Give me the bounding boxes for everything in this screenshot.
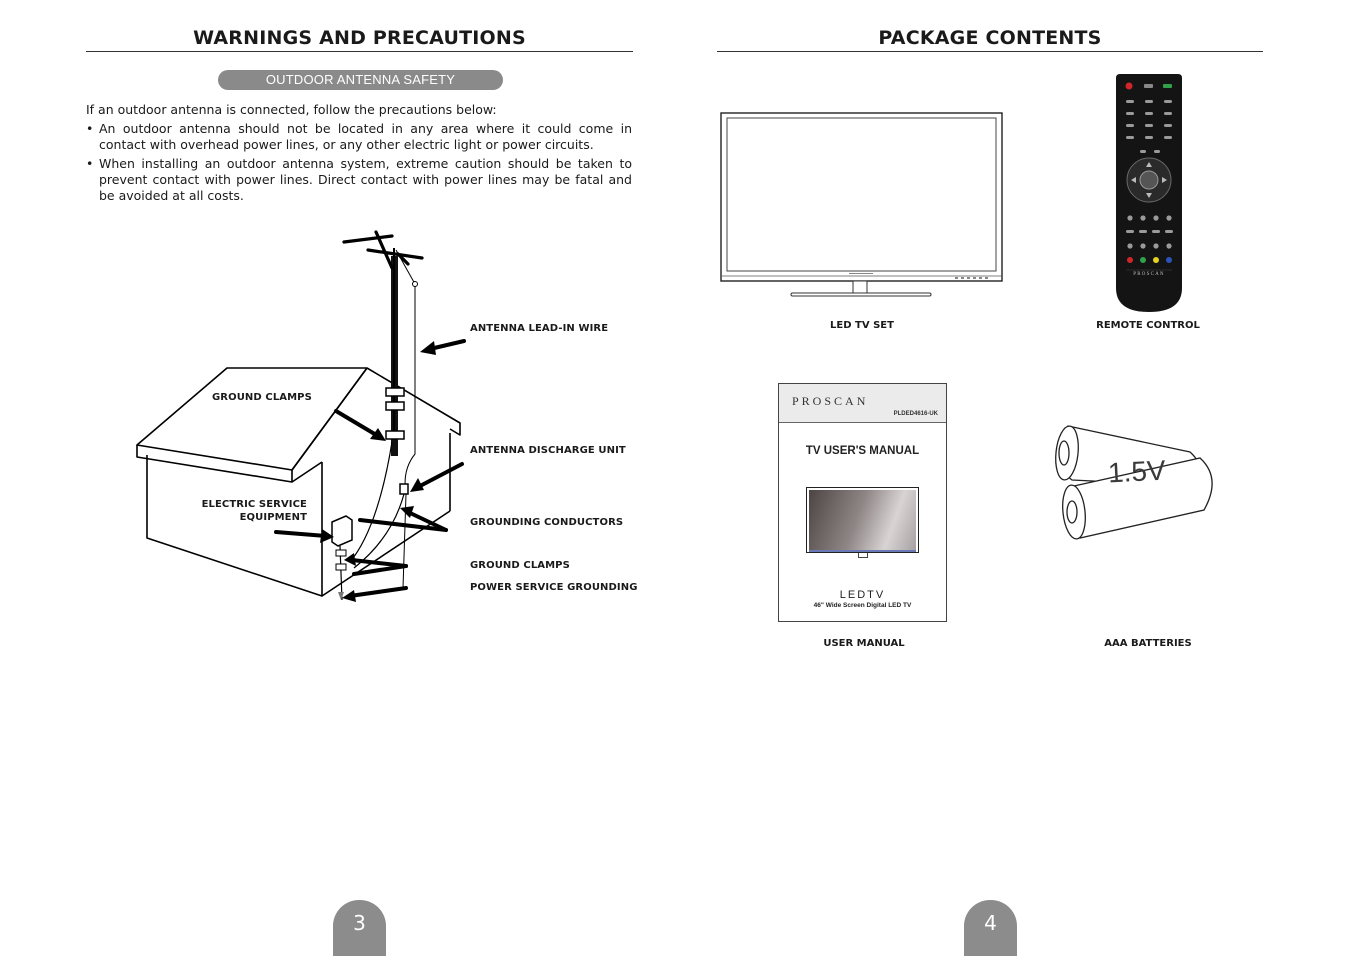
page-number-right: 4: [964, 900, 1017, 956]
manual-header-band: PROSCAN PLDED4616-UK: [779, 384, 946, 423]
manual-title: TV USER'S MANUAL: [805, 445, 920, 457]
left-title-rule: [86, 51, 633, 52]
label-antenna-discharge-unit: ANTENNA DISCHARGE UNIT: [470, 445, 626, 456]
battery-voltage-label: 1.5V: [1107, 454, 1167, 489]
caption-aaa-batteries: AAA BATTERIES: [1104, 638, 1192, 649]
user-manual-cover: PROSCAN PLDED4616-UK TV USER'S MANUAL LE…: [778, 383, 947, 622]
precaution-list: An outdoor antenna should not be located…: [86, 121, 632, 204]
precaution-item: When installing an outdoor antenna syste…: [86, 156, 632, 204]
label-antenna-lead-in-wire: ANTENNA LEAD-IN WIRE: [470, 323, 609, 334]
manual-brand-logo: PROSCAN: [792, 394, 869, 408]
safety-text: If an outdoor antenna is connected, foll…: [86, 102, 632, 207]
page-number-left: 3: [333, 900, 386, 956]
label-electric-service-equipment: ELECTRIC SERVICE EQUIPMENT: [196, 498, 307, 524]
label-ground-clamps-top: GROUND CLAMPS: [212, 392, 312, 403]
manual-subtitle: 46" Wide Screen Digital LED TV: [813, 602, 912, 609]
intro-text: If an outdoor antenna is connected, foll…: [86, 102, 497, 117]
label-electric-service-line1: ELECTRIC SERVICE: [201, 499, 307, 510]
right-title-rule: [717, 51, 1263, 52]
remote-control-illustration: [1116, 74, 1182, 312]
caption-remote-control: REMOTE CONTROL: [1096, 320, 1200, 331]
label-ground-clamps-bottom: GROUND CLAMPS: [470, 560, 570, 571]
manual-model-number: PLDED4616-UK: [893, 411, 938, 417]
remote-brand-logo: PROSCAN: [1133, 272, 1165, 277]
aaa-batteries-illustration: [1055, 425, 1213, 540]
label-electric-service-line2: EQUIPMENT: [239, 512, 307, 523]
precaution-item: An outdoor antenna should not be located…: [86, 121, 632, 153]
label-grounding-conductors: GROUNDING CONDUCTORS: [470, 517, 624, 528]
section-pill: OUTDOOR ANTENNA SAFETY INSTRUCTIONS: [218, 70, 503, 106]
led-tv-illustration: [720, 112, 1003, 297]
label-power-service-grounding: POWER SERVICE GROUNDING: [470, 582, 638, 593]
antenna-grounding-diagram: [136, 230, 466, 602]
caption-user-manual: USER MANUAL: [823, 638, 905, 649]
caption-led-tv-set: LED TV SET: [830, 320, 894, 331]
manual-ledtv-logo: LEDTV: [839, 589, 886, 601]
left-page-title: WARNINGS AND PRECAUTIONS: [193, 27, 526, 49]
right-page-title: PACKAGE CONTENTS: [878, 27, 1102, 49]
manual-tv-picture: [806, 487, 919, 553]
